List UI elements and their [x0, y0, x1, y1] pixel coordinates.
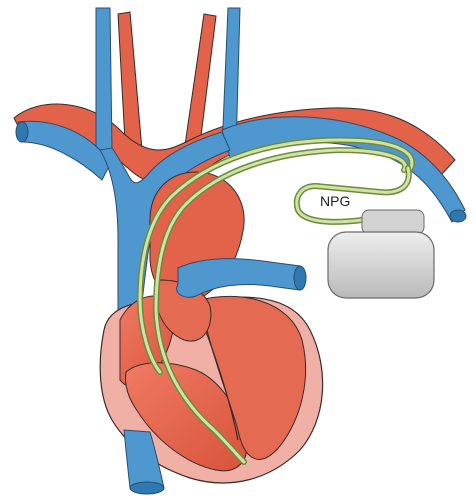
- generator-header: [362, 210, 424, 234]
- npg-label: NPG: [320, 193, 350, 209]
- generator-can: [328, 232, 434, 298]
- pulmonary-vein: [177, 259, 300, 298]
- right-subclavian-opening: [450, 210, 466, 222]
- ivc-opening: [130, 482, 164, 494]
- left-jugular-vein: [96, 8, 112, 150]
- pulmonary-vein-opening: [294, 266, 306, 290]
- left-subclavian-opening: [16, 122, 28, 142]
